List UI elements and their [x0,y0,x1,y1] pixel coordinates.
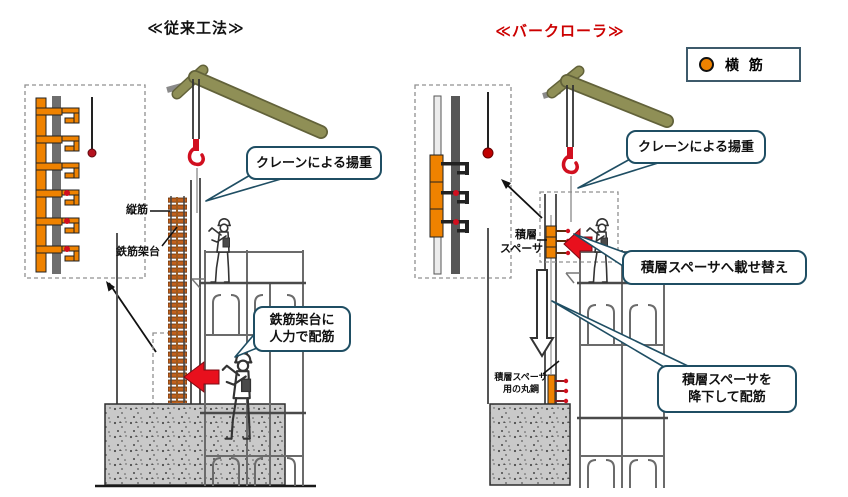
right-diagram-bar-crawler [414,65,691,488]
left-title: ≪従来工法≫ [147,20,245,37]
support-post [451,96,460,274]
stacked-spacer-on-wall [545,225,571,259]
callout-lower-and-place: 積層スペーサを 降下して配筋 [657,365,797,413]
rebar-hooks [61,107,80,262]
stacked-spacer [429,154,444,238]
worker-figure-upper [208,218,231,283]
legend-box: 横 筋 [686,47,801,82]
label-line: 用の丸鋼 [502,383,539,394]
left-diagram-conventional [24,64,328,488]
inset-pointer-arrow [501,179,543,219]
crane-icon-left [166,64,328,213]
callout-text: 鉄筋架台に [269,312,335,328]
concrete-base [489,403,571,486]
callout-text: 積層スペーサを [682,372,772,388]
plumb-bob-icon [482,92,494,159]
rebar-stand-ladder [168,196,187,403]
leader-line [542,360,560,375]
horizontal-rebar-legend-icon [699,57,714,72]
right-title: ≪バークローラ≫ [495,23,625,40]
leader-line [161,226,178,247]
label-stack-spacer: 積層 スペーサ [500,229,544,257]
label-line: スペーサ [500,242,544,255]
right-detail-inset-box [414,84,512,279]
callout-text: 降下して配筋 [688,389,766,404]
vertical-rebar-bar [35,97,47,273]
callout-text: 積層スペーサへ載せ替え [640,259,789,275]
callout-manual-placement: 鉄筋架台に 人力で配筋 [253,306,351,352]
tie-point-dots [64,190,70,252]
support-post [52,96,61,274]
highlight-dashed-box [539,191,619,263]
label-vertical-rebar: 縦筋 [126,204,148,216]
tie-point-dots [453,190,459,225]
legend-label: 横 筋 [725,56,766,73]
callout-text: クレーンによる揚重 [256,154,372,170]
crane-hook-icon [187,139,205,167]
crane-icon-right [542,65,674,222]
callout-text: 人力で配筋 [269,329,335,344]
callout-text: クレーンによる揚重 [638,138,754,154]
inset-pointer-arrow [106,281,157,353]
left-detail-inset-box [24,84,146,279]
scaffold-right [565,250,668,488]
callout-crane-lift-left: クレーンによる揚重 [246,146,382,180]
label-rebar-stand: 鉄筋架台 [116,246,160,258]
label-round-steel: 積層スペーサ 用の丸鋼 [489,372,553,395]
label-line: 積層スペーサ [494,372,548,382]
callout-crane-lift-right: クレーンによる揚重 [626,130,766,164]
callout-transfer-to-spacer: 積層スペーサへ載せ替え [622,250,807,285]
concrete-base [104,403,286,486]
label-line: 積層 [515,229,537,241]
crane-hook-icon [561,147,579,175]
red-arrow-icon-left [183,361,220,393]
plumb-bob-icon [87,97,97,158]
down-arrow-icon [529,269,555,358]
